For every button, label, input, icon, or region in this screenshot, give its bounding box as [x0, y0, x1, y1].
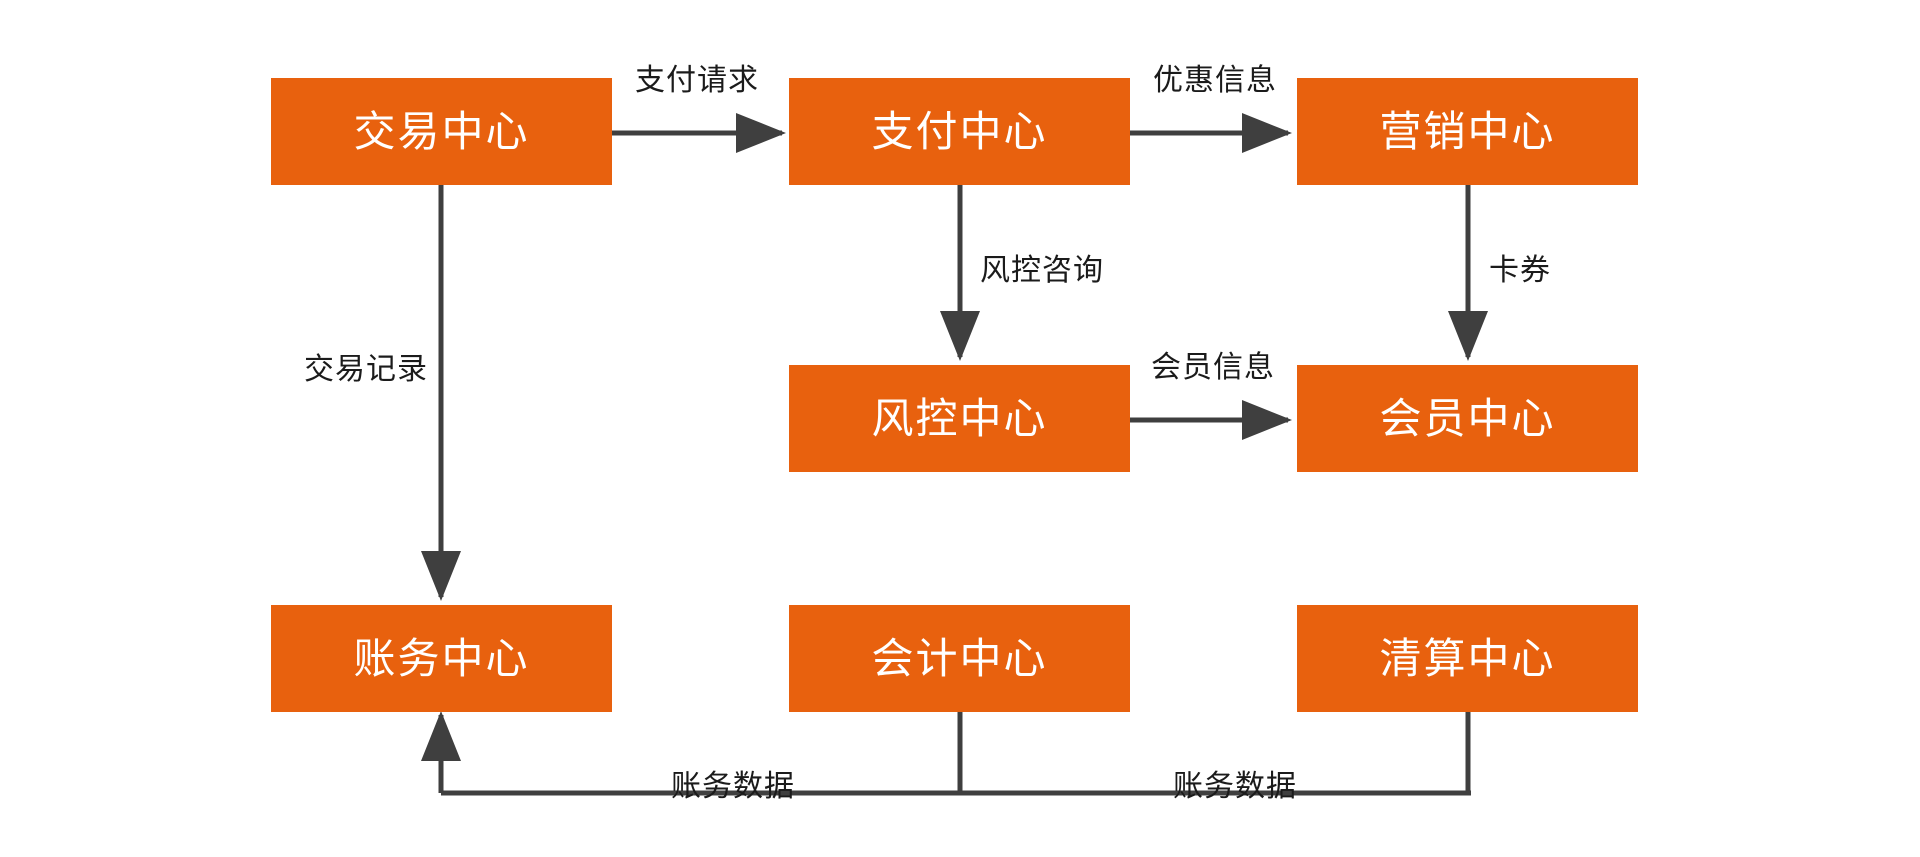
node-label: 会计中心 — [871, 634, 1048, 682]
node-trade-center[interactable]: 交易中心 — [271, 78, 612, 185]
node-label: 清算中心 — [1379, 634, 1556, 682]
edge-label-promotion-info: 优惠信息 — [1153, 64, 1277, 97]
node-risk-control-center[interactable]: 风控中心 — [789, 365, 1130, 472]
edge-label-trade-record: 交易记录 — [304, 353, 428, 386]
edge-label-member-info: 会员信息 — [1151, 351, 1275, 384]
node-clearing-center[interactable]: 清算中心 — [1297, 605, 1638, 712]
node-label: 支付中心 — [871, 107, 1048, 155]
edge-label-account-data-right: 账务数据 — [1173, 770, 1297, 803]
node-label: 营销中心 — [1379, 107, 1556, 155]
node-label: 交易中心 — [353, 107, 530, 155]
node-accounting-center[interactable]: 会计中心 — [789, 605, 1130, 712]
node-payment-center[interactable]: 支付中心 — [789, 78, 1130, 185]
node-label: 会员中心 — [1379, 394, 1556, 442]
edge-label-risk-consult: 风控咨询 — [980, 254, 1104, 287]
edge-label-payment-request: 支付请求 — [635, 64, 759, 97]
node-account-center[interactable]: 账务中心 — [271, 605, 612, 712]
node-label: 风控中心 — [871, 394, 1048, 442]
node-member-center[interactable]: 会员中心 — [1297, 365, 1638, 472]
node-label: 账务中心 — [353, 634, 530, 682]
edge-label-card-coupon: 卡券 — [1489, 254, 1551, 287]
edge-label-account-data-left: 账务数据 — [671, 770, 795, 803]
connector-accounting-bus-to-account — [421, 710, 1471, 796]
node-marketing-center[interactable]: 营销中心 — [1297, 78, 1638, 185]
